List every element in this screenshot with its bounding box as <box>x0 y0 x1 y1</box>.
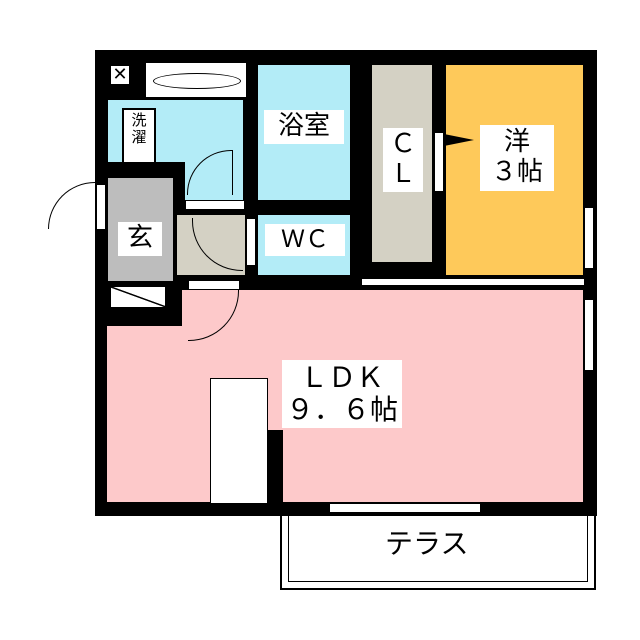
terrace-window[interactable] <box>330 503 480 513</box>
ldk-label: ＬＤＫ ９．６帖 <box>282 360 403 429</box>
front-door[interactable] <box>96 184 106 230</box>
bath-label: 浴室 <box>264 110 344 144</box>
entrance-label: 玄 <box>118 222 162 256</box>
laundry-label-1: 洗 <box>131 111 147 129</box>
closet-label: Ｃ Ｌ <box>383 128 423 192</box>
sliding-door[interactable] <box>362 278 584 286</box>
western-label: 洋 ３帖 <box>480 125 554 191</box>
western-label-1: 洋 <box>503 127 530 157</box>
wc-label: ＷＣ <box>265 224 345 256</box>
laundry-label: 洗 濯 <box>122 108 156 164</box>
window <box>584 208 594 268</box>
closet-label-2: Ｌ <box>389 158 416 189</box>
vent-icon: ✕ <box>110 65 130 85</box>
closet-label-1: Ｃ <box>389 129 416 159</box>
ldk-label-name: ＬＤＫ <box>300 361 385 394</box>
western-label-2: ３帖 <box>490 156 543 187</box>
terrace-label: テラス <box>385 527 469 560</box>
entrance-shoe-box <box>110 286 166 308</box>
door-swing <box>48 182 97 229</box>
window <box>584 300 594 370</box>
laundry-label-2: 濯 <box>131 128 147 147</box>
ldk-label-size: ９．６帖 <box>286 393 399 427</box>
kitchen-counter <box>210 378 268 504</box>
